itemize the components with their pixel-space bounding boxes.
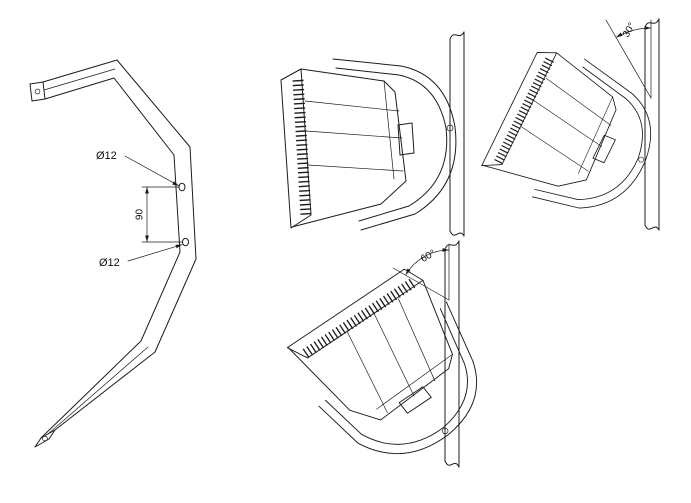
pole-break-bottom (444, 460, 460, 468)
bracket-bottom-end-hole (42, 435, 48, 442)
pole-break-top (644, 18, 660, 28)
bracket-bottom-arm-edge (47, 346, 149, 435)
mount-30deg-view: 30° (473, 18, 674, 237)
angle-label-30: 30° (621, 21, 638, 40)
angle-arrow-b (405, 268, 411, 275)
leader-arrow-bottom (175, 244, 183, 249)
angle-tilted-ray (605, 19, 652, 99)
speaker-0deg (281, 59, 456, 230)
angle-arrow-a (442, 248, 449, 252)
dimension-arrow-up (145, 187, 149, 194)
angle-dimension-30: 30° (605, 19, 652, 99)
bracket-inner-edge (40, 77, 181, 439)
hole-diameter-label-top: Ø12 (96, 150, 117, 162)
pole-break-top (444, 240, 460, 250)
bracket-outer-edge (42, 59, 197, 431)
pole-30deg (644, 18, 660, 231)
mount-60deg-view: 60° (281, 240, 505, 484)
hole-diameter-callout-bottom: Ø12 (99, 244, 183, 269)
pole-break-bottom (644, 224, 660, 231)
mount-hole-bottom (182, 237, 189, 247)
dimension-arrow-down (145, 235, 149, 242)
mount-0deg-view (281, 31, 465, 237)
bracket-top-end-hole (34, 88, 41, 95)
pole-break-top (449, 31, 465, 40)
pole-break-bottom (449, 230, 465, 237)
angle-arrow-b (616, 32, 623, 38)
speaker-60deg (281, 259, 505, 484)
hole-diameter-callout-top: Ø12 (96, 150, 180, 187)
hole-spacing-label: 90 (135, 209, 146, 221)
mount-hole-top (178, 182, 186, 192)
bracket-top-end-cap (29, 81, 46, 102)
bracket-top-arm-edge (43, 68, 116, 91)
angle-arrow-a (644, 26, 651, 30)
hole-spacing-dimension: 90 (135, 186, 183, 243)
bracket-bottom-end-cap (34, 429, 56, 448)
pole-0deg (449, 31, 465, 237)
leader-line-top (124, 155, 180, 187)
angle-tilted-ray (392, 267, 450, 301)
bracket-front-view: 90 Ø12 Ø12 (29, 59, 197, 448)
leader-line-bottom (127, 244, 183, 262)
angle-label-60: 60° (419, 248, 438, 265)
leader-arrow-top (172, 181, 179, 186)
pole-60deg (444, 240, 460, 468)
hole-diameter-label-bottom: Ø12 (99, 257, 120, 269)
